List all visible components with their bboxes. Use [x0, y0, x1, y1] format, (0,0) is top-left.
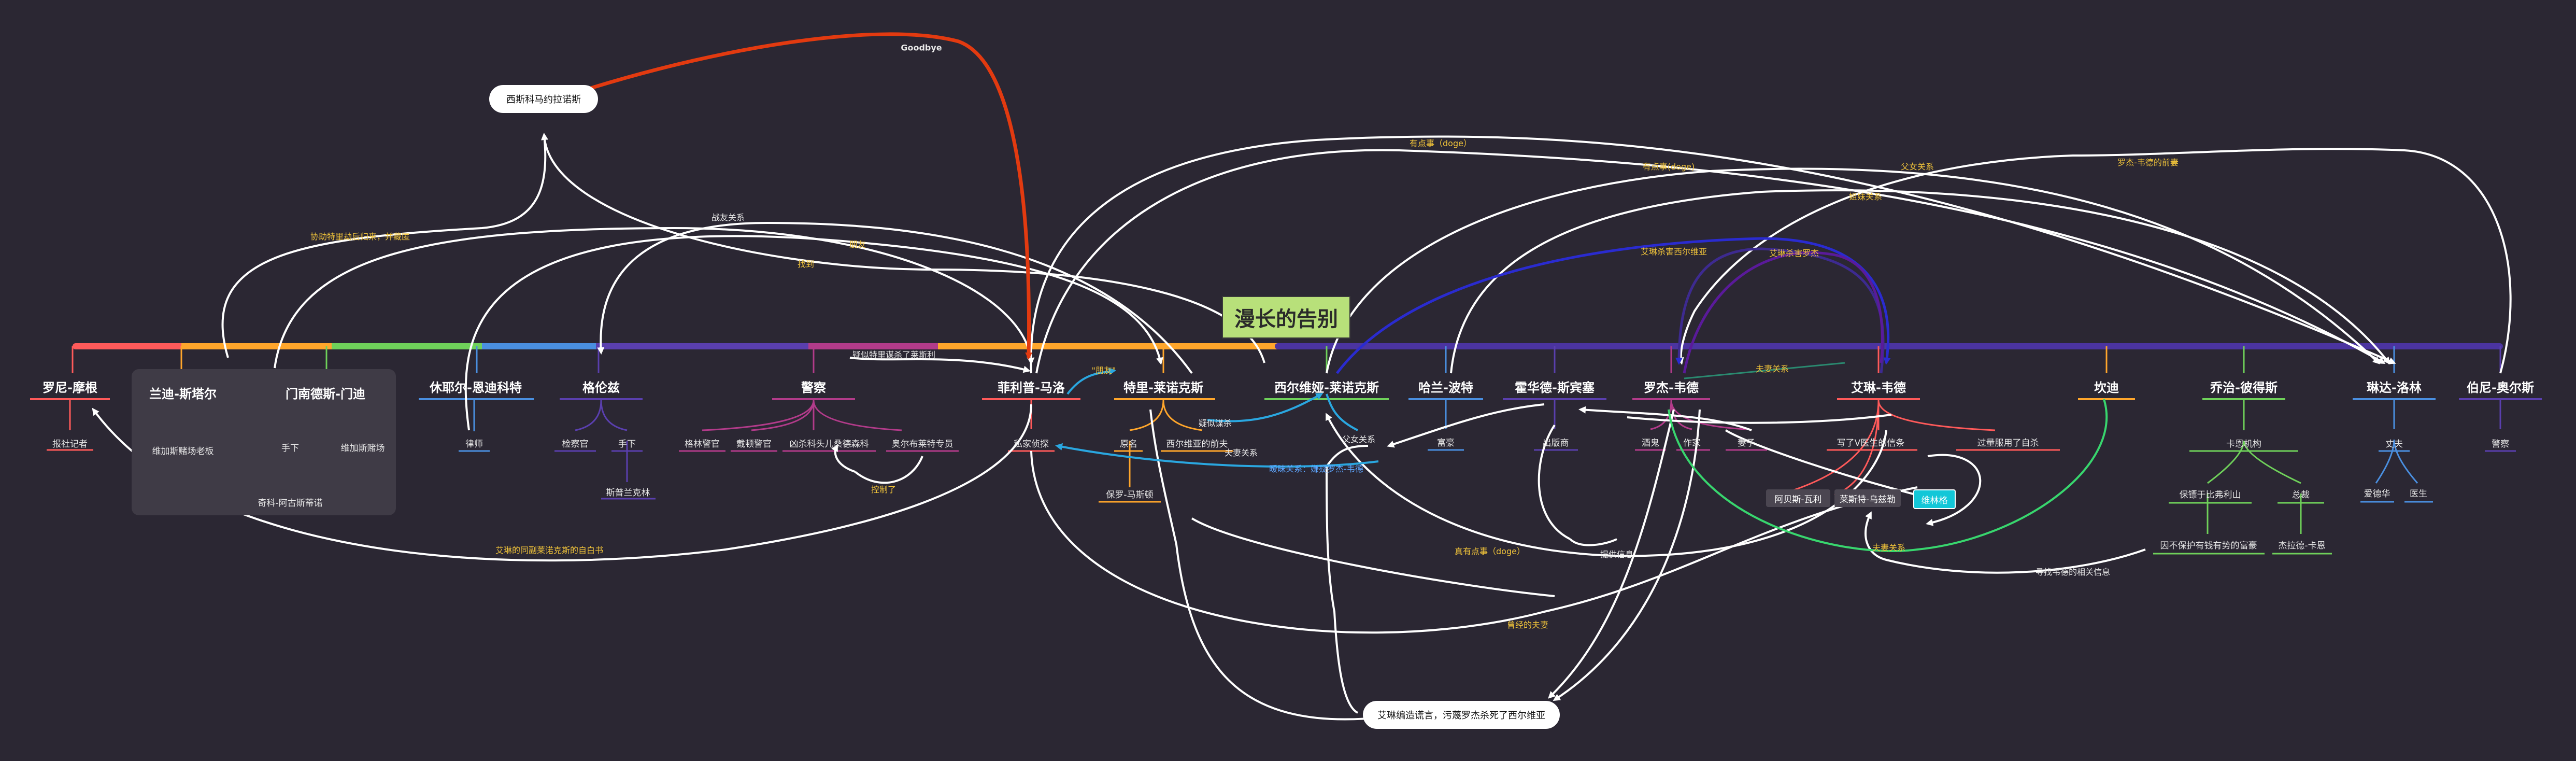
- edge-label-former-couple: 曾经的夫妻: [1506, 620, 1549, 630]
- char-bernie-ohls[interactable]: 伯尼-奥尔斯: [2467, 380, 2534, 395]
- role-husband: 丈夫: [2385, 439, 2403, 449]
- goodbye-label: Goodbye: [901, 43, 942, 53]
- role-grenz-henchman: 手下: [618, 439, 636, 449]
- goodbye-arrow: [590, 32, 1033, 360]
- role-sprankling: 斯普兰克林: [606, 488, 650, 498]
- role-publisher: 出版商: [1542, 438, 1569, 448]
- edge-label-sisters: 姐妹关系: [1848, 192, 1883, 202]
- cyan-edges: [1055, 368, 1379, 468]
- role-homicide-chief: 凶杀科头儿桑德森科: [789, 439, 869, 449]
- char-philip-marlowe[interactable]: 菲利普-马洛: [998, 380, 1065, 395]
- edge-label-ambiguous: 暧昧关系：嫌疑罗杰-韦德: [1269, 464, 1363, 474]
- edge-label-father-daughter-2: 父女关系: [1900, 162, 1934, 172]
- edge-label-friends: 朋友: [849, 239, 866, 249]
- role-tycoon: 富豪: [1437, 438, 1455, 448]
- chip-verringer[interactable]: 维林格: [1913, 489, 1956, 509]
- role-henchman: 手下: [281, 443, 299, 454]
- role-edward: 爱德华: [2364, 489, 2390, 499]
- pill-sisco[interactable]: 西斯科马约拉诺斯: [489, 85, 598, 113]
- relationship-edges: [92, 133, 2512, 721]
- role-doctor: 医生: [2410, 489, 2427, 499]
- edge-label-married: 夫妻关系: [1224, 448, 1258, 458]
- edge-label-ex-wife: 罗杰-韦德的前妻: [2117, 158, 2179, 167]
- edge-label-eileen-kills-sylvia: 艾琳杀害西尔维亚: [1640, 247, 1707, 257]
- edge-label-confession: 艾琳的同副莱诺克斯的自白书: [495, 545, 604, 555]
- char-ronnie-morgan[interactable]: 罗尼-摩根: [42, 380, 97, 395]
- green-edge: [1668, 399, 2108, 552]
- role-drunk: 酒鬼: [1642, 438, 1659, 448]
- chip-dr-varley[interactable]: 阿贝斯-瓦利: [1766, 489, 1830, 507]
- role-officer-green: 格林警官: [685, 439, 720, 449]
- role-ohls-police: 警察: [2492, 439, 2509, 449]
- edge-label-suspect-murder: 疑似谋杀: [1198, 418, 1232, 428]
- char-harlan-potter[interactable]: 哈兰-波特: [1418, 380, 1473, 395]
- role-private-eye: 私家侦探: [1014, 439, 1049, 449]
- edge-label-found: 找到: [797, 259, 815, 269]
- edge-label-married-2: 夫妻关系: [1755, 364, 1789, 374]
- role-paul-marston: 保罗-马斯顿: [1106, 490, 1154, 500]
- edge-label-married-3: 夫妻关系: [1872, 543, 1906, 553]
- char-george-peters[interactable]: 乔治-彼得斯: [2210, 380, 2278, 395]
- header-underlines: [30, 398, 2542, 406]
- char-sylvia-lennox[interactable]: 西尔维娅-莱诺克斯: [1274, 380, 1379, 395]
- role-overdose: 过量服用了自杀: [1977, 438, 2039, 448]
- edge-label-eileen-kills-roger: 艾琳杀害罗杰: [1769, 248, 1819, 258]
- menendez-group-box: [132, 369, 396, 515]
- role-president: 总裁: [2292, 490, 2310, 500]
- role-gerald-carne: 杰拉德-卡恩: [2278, 541, 2326, 551]
- page-title: 漫长的告别: [1222, 296, 1350, 339]
- edge-label-something-doge: 有点事（doge）: [1410, 138, 1472, 148]
- role-chico: 奇科-阿古斯蒂诺: [258, 498, 323, 509]
- role-prosecutor: 检察官: [562, 439, 589, 449]
- role-carne-org: 卡恩机构: [2226, 439, 2261, 449]
- char-howard-spencer[interactable]: 霍华德-斯宾塞: [1515, 380, 1595, 395]
- edge-label-controlled: 控制了: [871, 485, 896, 495]
- char-roger-wade[interactable]: 罗杰-韦德: [1644, 380, 1699, 395]
- edge-label-suspect-terry: 疑似特里谋杀了莱斯利: [852, 350, 936, 360]
- role-v-letter: 写了V医生的信条: [1837, 438, 1905, 448]
- role-officer-dayton: 戴顿警官: [736, 439, 772, 449]
- edge-label-father-daughter: 父女关系: [1342, 434, 1376, 444]
- role-wife: 妻子: [1738, 438, 1755, 448]
- edge-label-friend-quoted: "朋友": [1091, 365, 1116, 375]
- edge-label-real-something: 真有点事（doge）: [1455, 546, 1525, 556]
- role-protect-rich: 因不保护有钱有势的富豪: [2160, 541, 2257, 551]
- char-sewell-endicott[interactable]: 休耶尔-恩迪科特: [430, 380, 522, 395]
- role-vegas-casino: 维加斯赌场: [340, 443, 385, 454]
- char-menendez[interactable]: 门南德斯-门迪: [286, 387, 365, 401]
- role-bodyguard: 保镖于比弗利山: [2179, 490, 2241, 500]
- char-terry-lennox[interactable]: 特里-莱诺克斯: [1123, 380, 1203, 395]
- teal-edge: [1684, 362, 1845, 379]
- edge-label-find-wade-info: 寻找韦德的相关信息: [2035, 567, 2111, 577]
- edge-label-comrades: 战友关系: [711, 213, 745, 222]
- role-lawyer: 律师: [465, 439, 483, 449]
- role-vegas-owner: 维加斯赌场老板: [152, 446, 214, 457]
- char-eileen-wade[interactable]: 艾琳-韦德: [1851, 380, 1906, 395]
- role-reporter: 报社记者: [52, 439, 88, 449]
- char-randy-starr[interactable]: 兰迪-斯塔尔: [149, 387, 217, 401]
- role-ex-husband: 西尔维亚的前夫: [1166, 439, 1228, 449]
- role-writer: 作家: [1683, 438, 1701, 448]
- chip-dr-vukanich[interactable]: 莱斯特-乌兹勒: [1834, 489, 1901, 507]
- char-linda-loring[interactable]: 琳达-洛林: [2367, 380, 2422, 395]
- char-candy[interactable]: 坎迪: [2094, 380, 2119, 395]
- edge-label-provide-info: 提供信息: [1600, 549, 1634, 559]
- edge-label-something-doge-2: 有点事(doge): [1642, 162, 1695, 172]
- branch-stubs: [72, 346, 2501, 373]
- char-police[interactable]: 警察: [801, 380, 826, 395]
- timeline: [73, 343, 2503, 349]
- pill-eileen-lie[interactable]: 艾琳编造谎言，污蔑罗杰杀死了西尔维亚: [1363, 701, 1560, 729]
- purple-edges: [1336, 237, 1891, 374]
- role-commissioner: 奥尔布莱特专员: [891, 439, 953, 449]
- edge-label-help-terry: 协助特里劫后归来，并藏匿: [310, 232, 410, 242]
- char-grenz[interactable]: 格伦兹: [582, 380, 620, 395]
- role-original-name: 原名: [1120, 439, 1137, 449]
